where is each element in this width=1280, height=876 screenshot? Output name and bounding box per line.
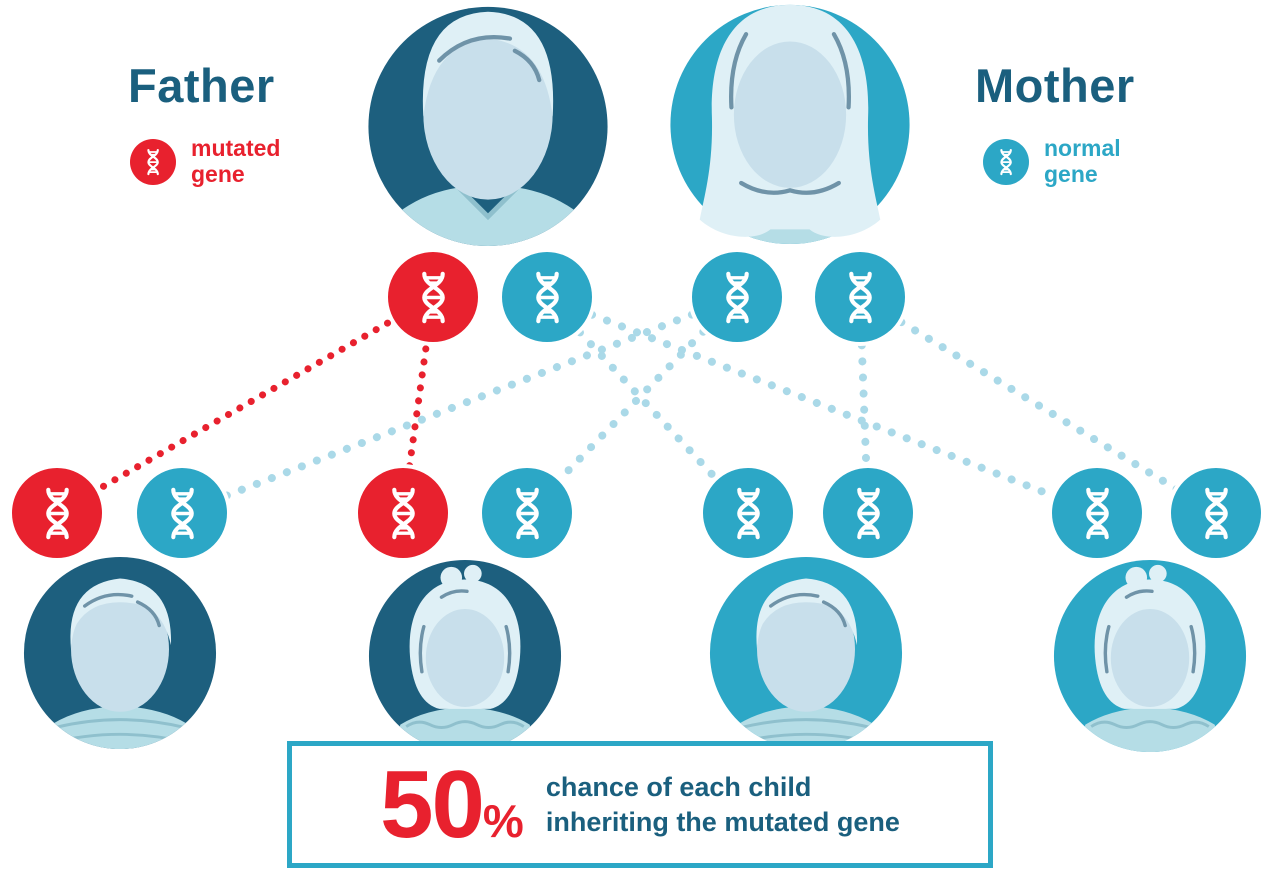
dna-icon: [26, 482, 89, 545]
mother-legend: normal gene: [983, 135, 1121, 188]
child-4-avatar: [1052, 558, 1248, 754]
dna-icon: [1066, 482, 1129, 545]
father-avatar: [366, 2, 610, 246]
child-1-gene-2: [133, 464, 231, 562]
dna-icon: [706, 266, 769, 329]
dna-icon: [496, 482, 559, 545]
dna-icon: [516, 266, 579, 329]
mutated-gene-icon: [130, 138, 176, 185]
child-4-gene-2: [1167, 464, 1265, 562]
child-3-gene-1: [699, 464, 797, 562]
child-1-gene-1: [8, 464, 106, 562]
child-4-gene-1: [1048, 464, 1146, 562]
mother-avatar: [668, 0, 912, 244]
percent-figure: 50 %: [380, 750, 524, 858]
dna-icon: [151, 482, 214, 545]
dna-icon: [1000, 148, 1012, 175]
child-3-gene-2: [819, 464, 917, 562]
dna-icon: [717, 482, 780, 545]
mother-label: Mother: [975, 59, 1135, 112]
caption-box: 50 % chance of each child inheriting the…: [287, 741, 993, 868]
child-3-avatar: [708, 555, 904, 751]
mother-gene-2: [811, 248, 909, 346]
percent-value: 50: [380, 750, 485, 858]
mother-legend-text: normal gene: [1044, 135, 1121, 187]
mother-gene-1: [688, 248, 786, 346]
percent-sign: %: [482, 794, 524, 847]
dna-icon: [1185, 482, 1248, 545]
caption-text: chance of each child inheriting the muta…: [545, 771, 900, 837]
child-2-avatar: [367, 558, 563, 754]
child-2-gene-1: [354, 464, 452, 562]
father-label: Father: [128, 59, 275, 112]
child-1-avatar: [22, 555, 218, 751]
father-gene-2: [498, 248, 596, 346]
father-legend-text: mutated gene: [191, 135, 281, 187]
normal-gene-icon: [983, 138, 1029, 185]
father-gene-1: [384, 248, 482, 346]
dna-icon: [829, 266, 892, 329]
dna-icon: [372, 482, 435, 545]
dna-icon: [402, 266, 465, 329]
child-2-gene-2: [478, 464, 576, 562]
dna-icon: [837, 482, 900, 545]
dna-icon: [147, 148, 159, 175]
father-legend: mutated gene: [130, 135, 281, 188]
